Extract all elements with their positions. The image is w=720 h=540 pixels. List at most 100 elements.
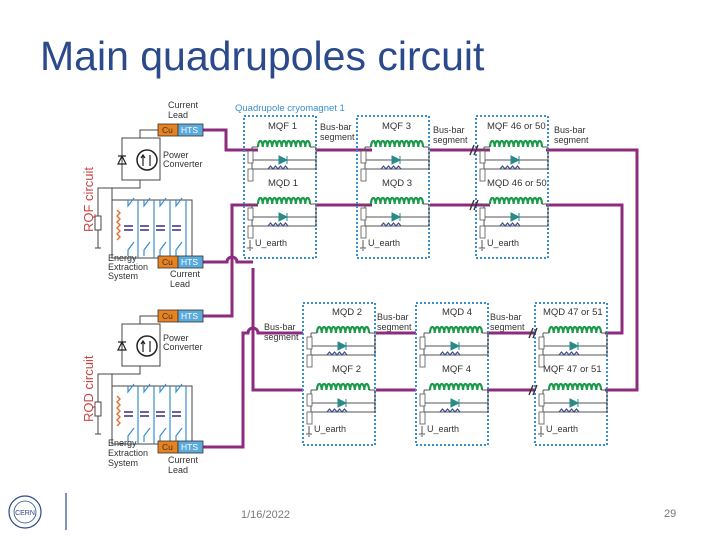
magnet-label: MQD 46 or 50 [487,178,547,189]
resistor-icon [479,150,486,164]
power-converter-label: Converter [163,342,203,352]
energy-extraction-label: Extraction [108,262,148,272]
resistor-icon [419,411,426,425]
ground-icon [247,240,253,251]
magnet-label: MQD 1 [268,178,298,189]
busbar-label: Bus-bar [490,312,522,322]
resistor-icon [306,354,313,368]
coil [428,325,484,334]
diode-icon [450,398,461,408]
ground-icon [538,426,544,437]
resistor-icon [306,411,313,425]
magnet-label: MQF 4 [442,364,471,375]
resistor-icon [538,393,545,407]
coil [488,196,544,205]
magnet-unit: MQF 4 U_earth [419,364,489,437]
dump-resistor-icon [116,209,121,241]
busbar-label: segment [433,135,468,145]
diode-icon [391,212,402,222]
magnet-unit: MQF 47 or 51U_earth [538,364,608,437]
magnet-label: MQD 47 or 51 [543,307,603,318]
resistor-icon [419,354,426,368]
resistor-icon [94,390,102,435]
current-lead-label: Current [168,100,199,110]
magnet-unit: MQF 2U_earth [306,364,376,437]
power-converter-label: Converter [163,159,203,169]
u-earth-label: U_earth [546,424,578,434]
resistor-icon [247,225,254,239]
magnet-label: MQF 2 [332,364,361,375]
resistor-icon [380,165,402,170]
current-lead-label: Current [170,269,201,279]
cern-logo: CERN [8,495,42,529]
rqd-circuit-label: RQD circuit [81,355,96,422]
busbar-label: segment [554,135,589,145]
magnet-unit: MQD 46 or 50U_earth [479,178,549,251]
resistor-icon [499,165,521,170]
page-number: 29 [664,508,677,520]
hts-segment [177,123,204,137]
diode-icon [337,398,348,408]
u-earth-label: U_earth [427,424,459,434]
busbar-label: Bus-bar [433,125,465,135]
busbar-line [203,255,535,392]
dump-resistor-icon [116,395,121,427]
resistor-icon [479,168,486,182]
resistor-icon [360,150,367,164]
switch-icon [127,197,139,258]
resistor-icon [247,150,254,164]
energy-extraction-label: System [108,271,138,281]
capacitor-icon [124,411,133,417]
magnet-unit: MQD 47 or 51 [538,307,608,368]
diode-icon [117,154,127,165]
magnet-unit: MQD 3U_earth [360,178,430,251]
ground-icon [306,426,312,437]
resistor-icon [558,351,580,356]
resistor-icon [419,336,426,350]
diode-icon [117,340,127,351]
cu-label: Cu [162,125,173,135]
switch-icon [127,383,139,444]
resistor-icon [380,222,402,227]
magnet-unit: MQF 46 or 50 [479,121,549,182]
resistor-icon [247,207,254,221]
resistor-icon [306,336,313,350]
hts-segment [177,255,204,269]
power-converter-label: Power [163,150,189,160]
break-symbol [528,327,538,339]
cu-label: Cu [162,442,173,452]
hts-label: HTS [181,257,198,267]
switch-icon [175,197,187,258]
cryomagnet-box [534,302,608,446]
resistor-icon [267,165,289,170]
magnet-label: MQF 46 or 50 [487,121,546,132]
resistor-icon [306,393,313,407]
u-earth-label: U_earth [368,238,400,248]
rqf-circuit-label: RQF circuit [81,167,96,232]
current-lead-label: Lead [168,110,188,120]
busbar-line [203,203,624,335]
wiring [203,128,639,449]
power-converter-icon [136,149,158,171]
resistor-icon [360,225,367,239]
diode-icon [569,341,580,351]
energy-extraction-label: Extraction [108,448,148,458]
busbar-label: segment [490,322,525,332]
power-converter-label: Power [163,333,189,343]
hts-label: HTS [181,442,198,452]
cryomagnet-label: Quadrupole cryomagnet 1 [235,103,345,114]
hts-label: HTS [181,311,198,321]
busbar-label: segment [264,332,299,342]
diode-icon [510,155,521,165]
resistor-icon [94,204,102,249]
magnet-label: MQF 1 [268,121,297,132]
capacitor-icon [140,411,149,417]
magnet-unit: MQD 2 [306,307,376,368]
diode-icon [337,341,348,351]
magnet-unit: MQD 1U_earth [247,178,317,251]
busbar-label: segment [320,132,355,142]
switch-icon [159,383,171,444]
capacitor-icon [172,411,181,417]
